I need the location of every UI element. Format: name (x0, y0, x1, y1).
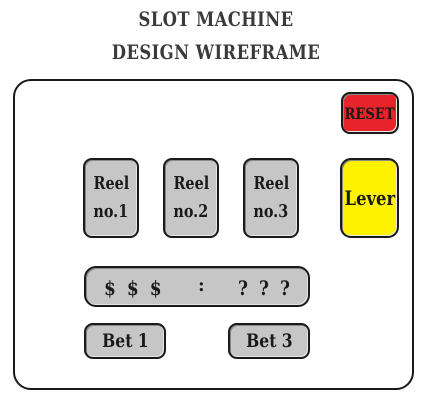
bet-1-button-label: Bet 1 (101, 330, 149, 352)
reel-2-label-line1: Reel (173, 173, 209, 194)
reset-button[interactable]: RESET (341, 92, 399, 134)
reel-1-label-line1: Reel (93, 173, 129, 194)
result-readout: ? ? ? (238, 276, 293, 300)
reel-1: Reel no.1 (83, 158, 139, 238)
reel-3-label-line2: no.3 (253, 201, 289, 222)
bet-3-button[interactable]: Bet 3 (228, 323, 310, 359)
reel-3: Reel no.3 (243, 158, 299, 238)
reset-button-label: RESET (344, 103, 396, 123)
reel-3-label-line1: Reel (253, 173, 289, 194)
lever-button-label: Lever (344, 186, 395, 210)
bet-3-button-label: Bet 3 (245, 330, 293, 352)
money-readout: $ $ $ (104, 276, 165, 300)
page-title-line-2: DESIGN WIREFRAME (111, 40, 321, 64)
reel-2: Reel no.2 (163, 158, 219, 238)
reel-1-label-line2: no.1 (93, 201, 129, 222)
reel-2-label-line2: no.2 (173, 201, 209, 222)
bet-1-button[interactable]: Bet 1 (84, 323, 166, 359)
display-separator: : (198, 275, 205, 296)
payout-display: $ $ $ : ? ? ? (84, 266, 310, 307)
page-title-line-1: SLOT MACHINE (138, 7, 294, 31)
lever-button[interactable]: Lever (340, 158, 399, 238)
